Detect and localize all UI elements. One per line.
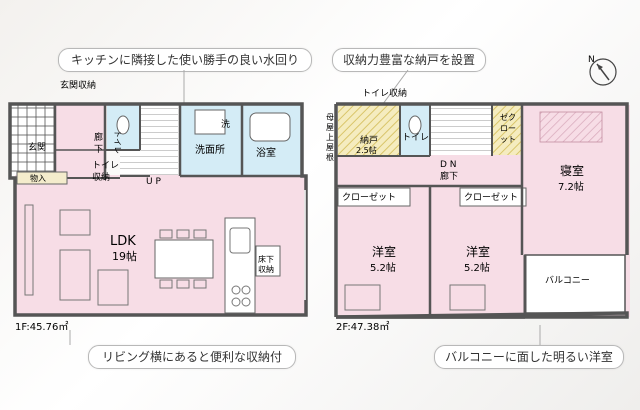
label-bedroom-size: 7.2帖 <box>558 180 584 193</box>
entrance-tiles <box>10 105 55 177</box>
label-bath: 浴室 <box>256 146 276 159</box>
label-toilet-1f: トイレ <box>113 130 122 154</box>
label-nando: 納戸 <box>360 134 378 146</box>
label-dn: D N <box>440 160 457 170</box>
svg-text:ロー: ロー <box>500 124 516 133</box>
label-ldk: LDK <box>110 234 136 249</box>
label-balcony: バルコニー <box>545 275 590 286</box>
label-closet-b: クローゼット <box>464 191 518 203</box>
svg-text:下: 下 <box>94 145 103 155</box>
label-western-a-size: 5.2帖 <box>370 261 396 274</box>
svg-text:収納: 収納 <box>92 171 110 183</box>
label-wash: 洗 <box>221 118 230 130</box>
wic <box>492 105 522 155</box>
label-bedroom: 寝室 <box>560 163 584 178</box>
callout-living: リビング横にあると便利な収納付 <box>88 345 296 369</box>
label-up: U P <box>146 177 161 187</box>
label-nando-size: 2.5帖 <box>356 145 377 155</box>
nando <box>338 105 400 155</box>
label-washroom: 洗面所 <box>195 144 225 156</box>
svg-text:根: 根 <box>326 152 334 162</box>
svg-text:屋: 屋 <box>326 143 334 152</box>
label-western-a: 洋室 <box>372 244 396 259</box>
floor2-plan: 母 屋 上 屋 根 トイレ収納 納戸 2.5帖 トイレ D N 廊下 ゼク ロー… <box>326 87 630 333</box>
label-floor-storage: 床下 <box>258 254 274 264</box>
label-area-2f: 2F:47.38㎡ <box>336 321 389 333</box>
svg-text:収納: 収納 <box>258 264 274 274</box>
label-wic: ゼク <box>500 112 516 122</box>
label-toilet-storage-2f: トイレ収納 <box>362 87 407 99</box>
svg-text:母: 母 <box>326 113 334 122</box>
label-closet-a: クローゼット <box>342 191 396 203</box>
stairs-2f <box>430 105 492 155</box>
label-ldk-size: 19帖 <box>112 250 137 263</box>
svg-text:屋: 屋 <box>326 123 334 132</box>
label-toilet-2f: トイレ <box>402 133 429 143</box>
label-entrance-storage: 玄関収納 <box>60 79 96 91</box>
label-genkan: 玄関 <box>28 141 46 153</box>
label-western-b: 洋室 <box>466 244 490 259</box>
svg-text:N: N <box>588 55 595 65</box>
label-toilet-storage: トイレ <box>92 161 119 171</box>
label-closet-1f: 物入 <box>30 173 46 183</box>
label-hall-2f: 廊下 <box>440 170 458 182</box>
compass-icon: N <box>588 55 617 86</box>
stairs-1f <box>140 105 178 175</box>
callout-balcony: バルコニーに面した明るい洋室 <box>434 345 624 369</box>
callout-storage: 収納力豊富な納戸を設置 <box>332 48 486 72</box>
svg-text:上: 上 <box>326 133 334 142</box>
label-hall1: 廊 <box>94 131 103 143</box>
floor1-plan: 玄関収納 廊 下 玄関 トイレ トイレ 収納 洗面所 洗 浴室 U P 物入 L… <box>8 79 308 333</box>
label-area-1f: 1F:45.76㎡ <box>15 321 68 333</box>
callout-kitchen: キッチンに隣接した使い勝手の良い水回り <box>58 48 312 72</box>
label-western-b-size: 5.2帖 <box>464 261 490 274</box>
svg-text:ット: ット <box>500 135 516 144</box>
